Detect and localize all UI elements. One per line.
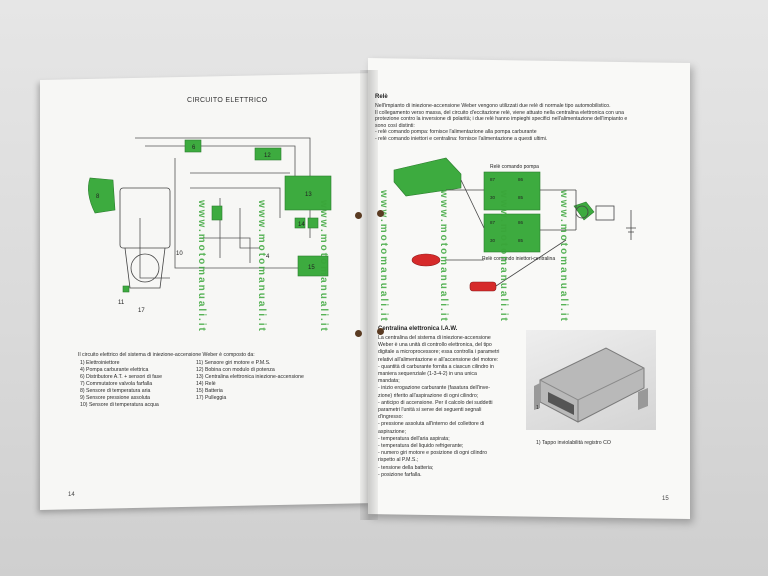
relay-diagram: 87 86 30 85 87 86 30 85 Relè comando pom… — [393, 157, 636, 292]
relay-section-title: Relè — [375, 94, 388, 100]
ecu-text-line: - inizio erogazione carburante (fasatura… — [378, 385, 491, 392]
binder-hole-2 — [355, 330, 362, 337]
air-temp-sensor — [88, 177, 116, 214]
component-item-line: 17) Pulleggia — [196, 395, 227, 401]
ecu-text-line: - numero giri motore e posizione di ogni… — [378, 450, 487, 457]
injector-relay-box — [483, 213, 541, 253]
relay-intro-line: Il collegamento verso massa, del circuit… — [375, 109, 624, 116]
component-item-line: 11) Sensore giri motore e P.M.S. — [196, 360, 271, 366]
ecu-text-line: maniera sequenziale (1-3-4-2) in una uni… — [378, 371, 477, 377]
left-intro: Il circuito elettrico del sistema di ini… — [78, 352, 255, 358]
pin-30-top: 30 — [490, 195, 496, 200]
label-12: 12 — [264, 153, 271, 159]
ecu-text-line: - posizione farfalla. — [378, 471, 422, 478]
label-13: 13 — [305, 192, 312, 198]
label-17: 17 — [138, 308, 145, 314]
book-gutter — [360, 70, 378, 520]
pin-86-top: 86 — [518, 177, 524, 182]
right-page-number: 15 — [662, 496, 669, 502]
component-item-line: 13) Centralina elettronica iniezione-acc… — [196, 374, 304, 380]
left-page-number: 14 — [68, 492, 75, 498]
binder-hole-1 — [355, 212, 362, 219]
pin-86-bottom: 86 — [518, 220, 524, 225]
ecu-unit-shape — [393, 157, 462, 197]
ecu-text-line: digitale a microprocessore; essa control… — [378, 349, 500, 356]
watermark-1: www.motomanuali.it — [196, 200, 207, 333]
ecu-text-line: - tensione della batteria; — [378, 464, 434, 471]
pin-30-bottom: 30 — [490, 238, 496, 243]
relay-intro-line: Nell'impianto di iniezione-accensione We… — [375, 103, 611, 109]
relay-intro-line: - relè comando pompa: fornisce l'aliment… — [375, 129, 537, 135]
watermark-2: www.motomanuali.it — [256, 200, 267, 333]
ecu-text-line: relativi all'alimentazione e all'accensi… — [378, 356, 499, 363]
binder-hole-3 — [377, 210, 384, 217]
component-item-line: 15) Batteria — [196, 388, 223, 394]
pin-87-bottom: 87 — [490, 220, 496, 225]
ecu-text-line: parametri l'unità si serve dei seguenti … — [378, 407, 482, 413]
relay-intro-line: - relè comando iniettori e centralina: f… — [375, 135, 548, 142]
ecu-text-line: - temperatura del liquido refrigerante; — [378, 443, 464, 449]
relay-intro-line: protezione contro la inversione di polar… — [375, 116, 628, 122]
label-14: 14 — [298, 222, 305, 228]
component-item-line: 4) Pompa carburante elettrica — [80, 367, 149, 373]
component-item-line: 9) Sensore pressione assoluta — [80, 395, 151, 401]
label-8: 8 — [96, 194, 100, 200]
label-11: 11 — [118, 300, 125, 306]
label-15: 15 — [308, 265, 315, 271]
left-page-title: CIRCUITO ELETTRICO — [187, 97, 268, 104]
watermark-6: www.motomanuali.it — [498, 190, 509, 323]
ecu-photo: 1 — [526, 330, 656, 430]
photo-label: 1 — [536, 405, 539, 411]
pin-87-top: 87 — [490, 177, 496, 182]
component-item-line: 7) Commutatore valvola farfalla — [80, 381, 153, 387]
label-4: 4 — [266, 254, 270, 260]
photo-caption: 1) Tappo inviolabilità registro CO — [536, 440, 611, 446]
watermark-4: www.motomanuali.it — [378, 190, 389, 323]
component-item-line: 14) Relè — [196, 381, 216, 387]
ecu-text-line: Weber è una unità di controllo elettroni… — [378, 342, 492, 349]
ecu-text-line: aspirazione; — [378, 428, 406, 435]
watermark-5: www.motomanuali.it — [438, 190, 449, 323]
watermark-3: www.motomanuali.it — [318, 200, 329, 333]
label-6: 6 — [192, 145, 196, 151]
pump-relay-box — [483, 171, 541, 211]
ecu-text-line: mandata; — [378, 378, 400, 385]
ecu-text-line: rispetto al P.M.S.; — [378, 457, 419, 464]
ecu-text-line: zione) riferito all'aspirazione di ogni … — [378, 392, 479, 399]
electrical-circuit-diagram: 8 6 12 13 14 15 4 10 11 17 — [88, 137, 332, 314]
label-10: 10 — [176, 251, 183, 257]
component-item-line: 8) Sensore di temperatura aria — [80, 388, 151, 394]
component-item-line: 1) Elettroiniettore — [80, 360, 120, 366]
pin-85-bottom: 85 — [518, 238, 524, 243]
ecu-text-line: - anticipo di accensione. Per il calcolo… — [378, 399, 493, 406]
ecu-text-line: - pressione assoluta all'interno del col… — [378, 421, 485, 428]
pin-85-top: 85 — [518, 195, 524, 200]
ecu-text-line: - quantità di carburante fornita a ciasc… — [378, 363, 494, 370]
ecu-text-line: La centralina del sistema di iniezione-a… — [378, 335, 491, 341]
ecu-text-line: d'ingresso: — [378, 414, 403, 421]
ecu-section-title: Centralina elettronica I.A.W. — [378, 326, 458, 332]
injector-relay-label: Relè comando iniettori-centralina — [482, 256, 555, 262]
pump-relay-label: Relè comando pompa — [490, 164, 539, 170]
component-item-line: 6) Distributore A.T. + sensori di fase — [80, 374, 163, 380]
binder-hole-4 — [377, 328, 384, 335]
component-item-line: 12) Bobina con modulo di potenza — [196, 367, 275, 373]
watermark-7: www.motomanuali.it — [558, 190, 569, 323]
component-item-line: 10) Sensore di temperatura acqua — [80, 402, 159, 408]
ecu-text-line: - temperatura dell'aria aspirata; — [378, 435, 450, 442]
relay-intro-line: sono così distinti: — [375, 122, 415, 129]
